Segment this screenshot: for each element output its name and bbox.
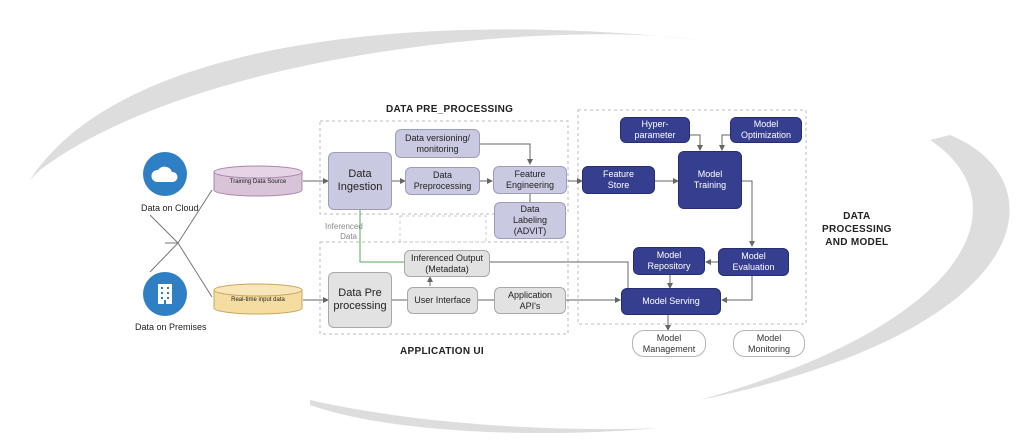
user-interface-node[interactable]: User Interface <box>407 287 478 314</box>
swoosh-right <box>700 135 1010 400</box>
title-processing-model-line3: AND MODEL <box>825 237 889 248</box>
realtime-input-cylinder: Real-time input data <box>213 283 303 315</box>
arrow-training-eval <box>742 180 755 247</box>
title-processing-model-line2: PROCESSING <box>822 224 892 235</box>
group-preprocessing <box>319 120 569 215</box>
data-versioning-node[interactable]: Data versioning/ monitoring <box>395 129 480 158</box>
green-feedback-line <box>359 210 404 263</box>
inferenced-data-label: Inferenced Data <box>325 222 363 241</box>
arrow-eval-serving <box>721 276 753 303</box>
branch-lines <box>149 189 213 298</box>
title-processing-model: DATA PROCESSING AND MODEL <box>822 210 892 249</box>
model-serving-node[interactable]: Model Serving <box>621 288 721 315</box>
swoosh-bottom <box>310 400 660 434</box>
training-data-source-cylinder: Training Data Source <box>213 165 303 197</box>
title-preprocessing: DATA PRE_PROCESSING <box>386 104 514 115</box>
realtime-input-label: Real-time input data <box>231 297 285 303</box>
inferenced-output-node[interactable]: Inferenced Output (Metadata) <box>404 250 490 277</box>
title-processing-model-line1: DATA <box>843 211 871 222</box>
feature-store-node[interactable]: Feature Store <box>582 166 655 194</box>
data-ingestion-node[interactable]: Data Ingestion <box>328 152 392 210</box>
hyper-parameter-node[interactable]: Hyper- parameter <box>620 117 690 143</box>
model-evaluation-node[interactable]: Model Evaluation <box>718 248 789 276</box>
group-model <box>577 109 807 325</box>
data-labeling-node[interactable]: Data Labeling (ADVIT) <box>494 202 566 239</box>
swoosh-top <box>30 29 700 180</box>
arrow-hyper-training <box>690 134 703 151</box>
data-pre-processing-app-node[interactable]: Data Pre processing <box>328 272 392 328</box>
cloud-label: Data on Cloud <box>141 203 199 213</box>
model-optimization-node[interactable]: Model Optimization <box>730 117 802 143</box>
arrow-opt-training <box>719 134 730 151</box>
premises-label: Data on Premises <box>135 322 207 332</box>
model-management-node[interactable]: Model Management <box>632 330 706 357</box>
building-icon <box>143 272 187 316</box>
model-repository-node[interactable]: Model Repository <box>633 247 705 275</box>
line-inferenced-serving <box>490 261 629 290</box>
group-application <box>319 241 569 335</box>
training-data-source-label: Training Data Source <box>229 179 287 185</box>
model-training-node[interactable]: Model Training <box>678 151 742 209</box>
data-preprocessing-node[interactable]: Data Preprocessing <box>405 167 480 195</box>
model-monitoring-node[interactable]: Model Monitoring <box>733 330 805 357</box>
application-apis-node[interactable]: Application API's <box>494 287 566 314</box>
group-inference <box>399 215 487 243</box>
title-application-ui: APPLICATION UI <box>400 346 485 357</box>
arrow-versioning-feature <box>480 143 533 165</box>
cloud-icon <box>143 152 187 196</box>
feature-engineering-node[interactable]: Feature Engineering <box>493 166 567 194</box>
